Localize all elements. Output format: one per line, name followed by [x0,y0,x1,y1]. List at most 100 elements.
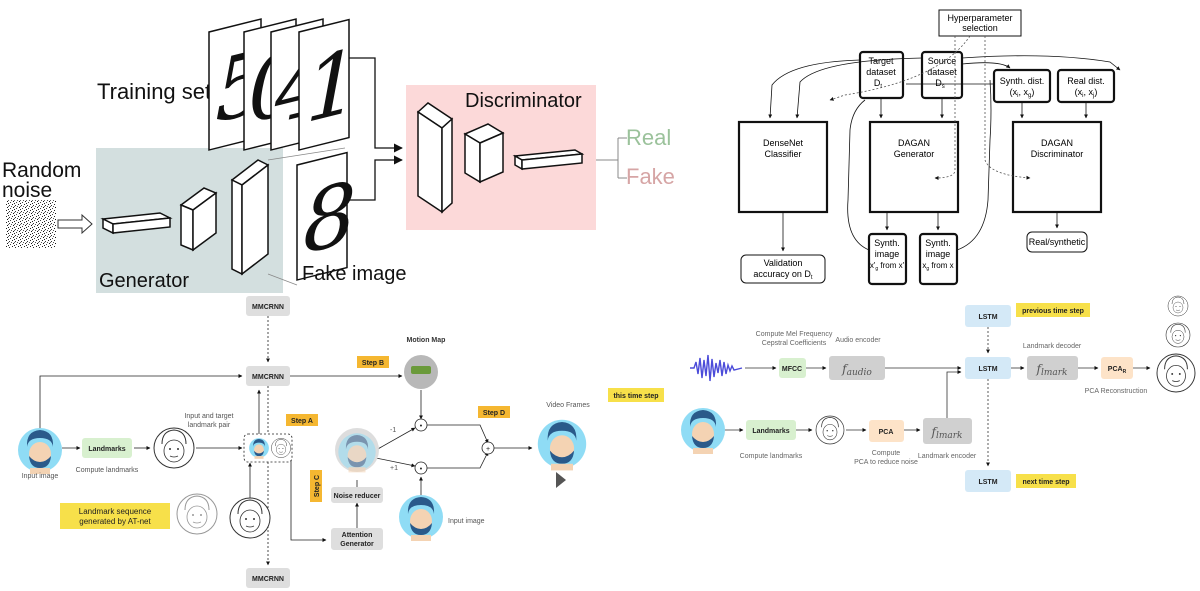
pca-r-label: PCAR [1108,366,1127,375]
synth-image-s-box [918,232,959,286]
real-synthetic-label: Real/synthetic [1029,237,1086,247]
validation-line-1: Validation [764,258,803,268]
dagan-dotted [829,35,1031,180]
lstm-top-label: LSTM [978,314,997,321]
synth-image-t-box [867,232,908,286]
hyperparameter-line-1: Hyperparameter [947,13,1012,23]
source-d: D [935,78,942,88]
fake-path [349,155,403,201]
pca-box [869,420,904,442]
video-pipeline-diagram: MMCRNN MMCRNN MMCRNN Input i [18,296,664,588]
mfcc-label: MFCC [782,366,802,373]
step-b-label: Step B [362,360,384,367]
synth-dist-line-1: Synth. dist. [1000,76,1045,86]
target-d: D [874,78,881,88]
dagan-discriminator-line-2: Discriminator [1031,149,1084,159]
validation-line-2: accuracy on Dt [753,269,813,281]
target-dataset-symbol: Dt [874,78,883,90]
lstm-landmarks-label: Landmarks [752,428,789,435]
landmarks-label: Landmarks [88,446,125,453]
synth-dist-box [992,68,1052,104]
noise-arrow [57,213,93,235]
noise-reducer-box [331,487,383,503]
minus-one-label: -1 [390,427,396,434]
input-face [18,428,62,474]
plus-one-label: +1 [390,465,398,472]
multiply-node-bottom [414,461,428,475]
projection-line-1 [267,147,346,161]
output-sketch-2 [1165,322,1191,348]
synth-image-s-line-2: image [926,249,951,259]
output-sketch-1 [1167,295,1189,317]
discriminator-layers [416,102,585,214]
synth-image-t-line-1: Synth. [874,238,900,248]
motion-map-glasses [411,366,431,374]
previous-time-step-tag [1016,303,1090,317]
hyperparameter-box [938,9,1022,37]
landmark-sequence-tag [60,503,170,529]
landmarks-box [82,438,132,458]
fake-digit: 8 [303,163,356,274]
pca-reconstruction-caption: PCA Reconstruction [1085,388,1148,395]
input-target-caption-2: landmark pair [188,422,231,429]
atnet-lstm-diagram: LSTM LSTM LSTM previous time step next t… [681,295,1196,492]
densenet-line-2: Classifier [764,149,801,159]
training-set-label: Training set [97,79,211,104]
output-sketch-3 [1156,353,1196,393]
attention-generator-line-2: Generator [340,541,374,548]
dagan-generator-line-2: Generator [894,149,935,159]
training-digit-4: 1 [305,29,360,143]
target-dataset-line-2: dataset [866,67,896,77]
fake-image-label: Fake image [302,263,407,285]
dagan-generator-box [868,120,960,214]
pca-caption-1: Compute [872,450,901,457]
real-dist-line-1: Real dist. [1067,76,1105,86]
lstm-bottom-label: LSTM [978,479,997,486]
dagan-discriminator-line-1: DAGAN [1041,138,1073,148]
discriminator-label: Discriminator [465,90,582,112]
attention-generator-box [331,528,383,550]
mmcrnn-middle-label: MMCRNN [252,374,284,381]
mfcc-box [779,358,806,378]
synth-image-t-line-3: x'g from x' [870,261,905,272]
target-dataset-box [858,50,905,100]
generator-label: Generator [99,270,189,292]
input-target-caption-1: Input and target [184,413,233,420]
real-dist-box [1056,68,1116,104]
input-face-lstm [681,408,725,454]
step-a-label: Step A [291,418,313,425]
source-sub: s [942,84,945,90]
step-c-tag [310,470,322,502]
synth-image-t-line-2: image [875,249,900,259]
synth-image-s-line-1: Synth. [925,238,951,248]
hyperparameter-line-2: selection [962,23,998,33]
mmcrnn-middle [246,366,290,386]
play-triangle [556,472,566,488]
mmcrnn-bottom-label: MMCRNN [252,576,284,583]
multiply-node-top [414,418,428,432]
lstm-top [965,305,1011,327]
synth-image-s-line-3: xg from x [922,261,953,272]
fake-label: Fake [626,164,675,189]
landmark-sketch-face [153,427,195,469]
landmark-encoder-caption: Landmark encoder [918,453,977,460]
attention-generator-line-1: Attention [342,532,373,539]
lstm-middle [965,357,1011,379]
landmark-sequence-line-2: generated by AT-net [79,517,151,526]
validation-box [740,254,826,284]
this-time-step-label: this time step [613,393,658,400]
audio-waveform [690,354,743,382]
step-b-tag [357,356,389,368]
input-image-bottom-caption: Input image [448,518,485,525]
step-a-tag [286,414,318,426]
mmcrnn-top-label: MMCRNN [252,304,284,311]
projection-line-2 [267,273,298,286]
pca-label: PCA [879,429,894,436]
compute-landmarks-caption: Compute landmarks [76,467,139,474]
f-audio-label: faudio [841,362,872,378]
f-lmark-encoder-label: flmark [931,425,963,441]
real-path [349,57,403,153]
generator-layers [100,159,270,276]
landmark-sequence-line-1: Landmark sequence [79,507,152,516]
source-dataset-symbol: Ds [935,78,945,90]
